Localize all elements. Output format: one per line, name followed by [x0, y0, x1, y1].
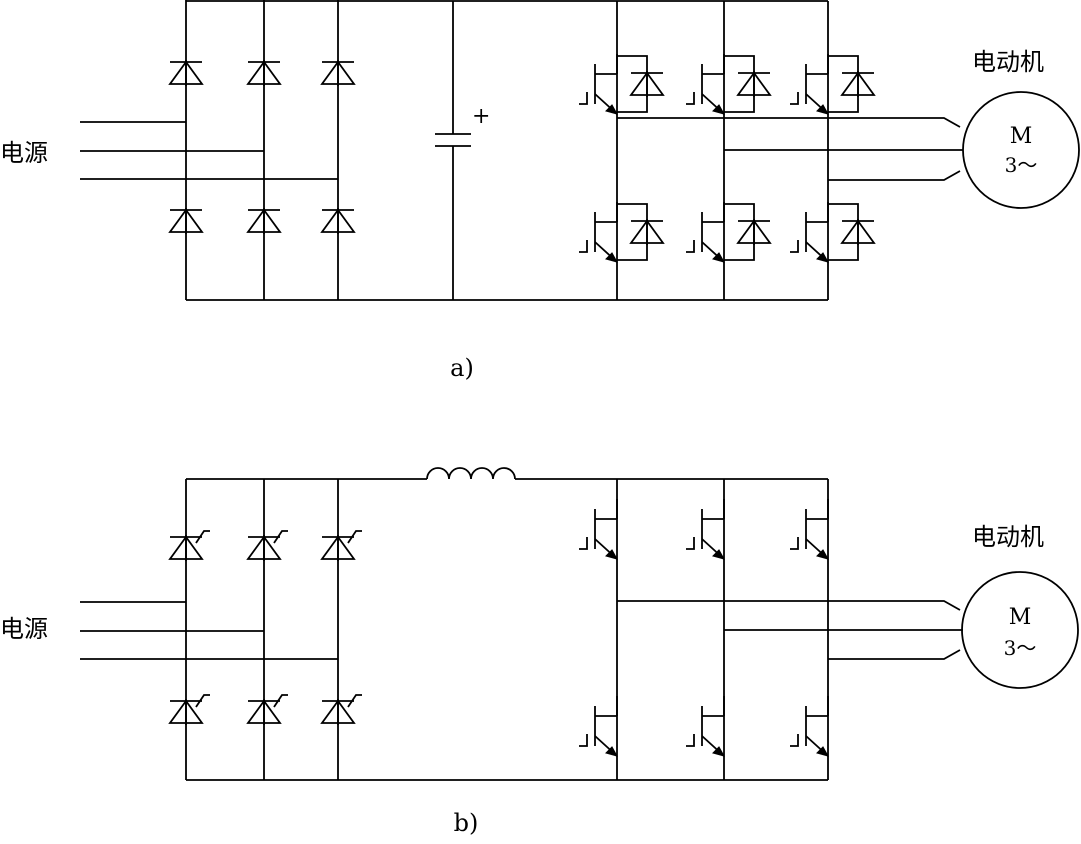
igbt-switch [789, 201, 829, 263]
igbt-switch [789, 53, 829, 115]
motor-phases: 3～ [1004, 636, 1037, 660]
diagram-a: + [0, 0, 1080, 382]
rectifier-diode [169, 207, 203, 235]
freewheel-diode [630, 70, 664, 98]
motor-label: 电动机 [972, 48, 1044, 76]
caption: b) [454, 809, 479, 837]
source-label: 电源 [0, 139, 48, 167]
rectifier-thyristor [169, 694, 211, 726]
igbt-switch [578, 695, 618, 757]
igbt-switch [789, 498, 829, 560]
rectifier-diode [169, 59, 203, 87]
rectifier-diode [247, 207, 281, 235]
freewheel-diode [737, 70, 771, 98]
igbt-switch [578, 201, 618, 263]
igbt-switch [685, 201, 725, 263]
igbt-switch [789, 695, 829, 757]
igbt-switch [578, 53, 618, 115]
motor-a: M 3～ [962, 91, 1080, 209]
igbt-switch [578, 498, 618, 560]
diagram-b: M 3～ 电源 电动机 b) [0, 467, 1079, 837]
freewheel-diode [841, 70, 875, 98]
capacitor-polarity: + [472, 104, 490, 129]
rectifier-thyristor [169, 530, 211, 562]
freewheel-diode [630, 218, 664, 246]
rectifier-diode [321, 207, 355, 235]
motor-symbol: M [1010, 124, 1033, 149]
diagram-a-rectifier [169, 59, 355, 235]
motor-symbol: M [1009, 605, 1032, 630]
rectifier-thyristor [321, 530, 363, 562]
motor-circle [961, 571, 1079, 689]
freewheel-diode [737, 218, 771, 246]
rectifier-diode [247, 59, 281, 87]
rectifier-diode [321, 59, 355, 87]
rectifier-thyristor [247, 694, 289, 726]
freewheel-diodes [617, 55, 875, 261]
dc-link-capacitor: + [435, 104, 490, 147]
motor-circle [962, 91, 1080, 209]
igbt-switch [685, 695, 725, 757]
diagram-b-wiring [80, 478, 963, 781]
freewheel-diode [841, 218, 875, 246]
diagram-a-wiring [80, 0, 963, 301]
motor-b: M 3～ [961, 571, 1079, 689]
igbt-switch [685, 53, 725, 115]
source-label: 电源 [0, 615, 48, 643]
dc-link-inductor [426, 467, 516, 480]
rectifier-thyristor [247, 530, 289, 562]
igbt-switch [685, 498, 725, 560]
diagram-a-inverter [578, 53, 875, 263]
diagram-b-rectifier [169, 530, 363, 726]
motor-label: 电动机 [972, 523, 1044, 551]
rectifier-thyristor [321, 694, 363, 726]
motor-phases: 3～ [1005, 153, 1038, 177]
caption: a) [450, 354, 474, 382]
